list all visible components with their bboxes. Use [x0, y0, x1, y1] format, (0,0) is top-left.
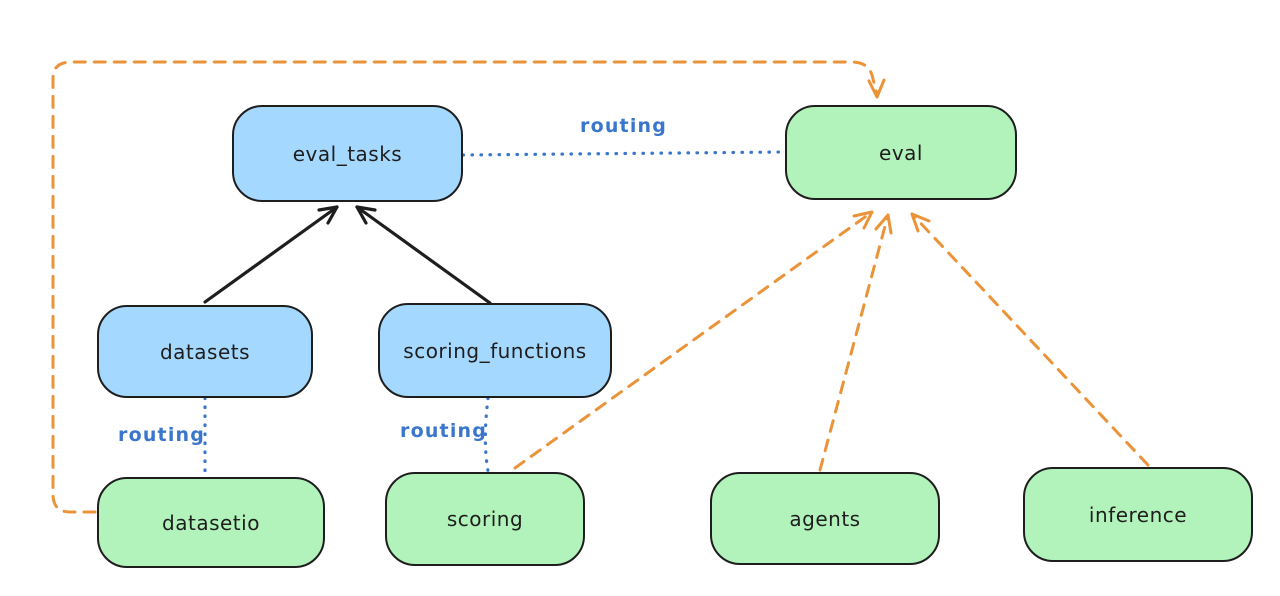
- node-agents-label: agents: [789, 506, 861, 531]
- routing-label-scoring-functions-scoring: routing: [400, 420, 488, 442]
- node-datasetio: datasetio: [97, 477, 325, 568]
- arrowhead-datasets-to-eval-tasks: [317, 205, 339, 225]
- node-inference: inference: [1023, 467, 1253, 562]
- routing-label-eval-tasks-eval: routing: [580, 115, 668, 137]
- edge-scoring-functions-to-eval-tasks: [355, 205, 492, 305]
- node-inference-label: inference: [1088, 502, 1188, 527]
- arrowhead-scoring-to-eval: [852, 210, 874, 230]
- node-datasetio-label: datasetio: [162, 510, 260, 535]
- arrowhead-agents-to-eval: [874, 213, 893, 235]
- arrowhead-scoring-functions-to-eval-tasks: [355, 205, 377, 225]
- routing-label-datasets-datasetio: routing: [118, 424, 206, 446]
- node-scoring: scoring: [385, 472, 585, 566]
- node-datasets: datasets: [97, 305, 313, 398]
- edge-agents-to-eval: [818, 213, 890, 472]
- node-scoring-label: scoring: [446, 507, 524, 531]
- node-datasets-label: datasets: [159, 339, 251, 364]
- edge-inference-to-eval: [910, 212, 1150, 467]
- node-agents: agents: [710, 472, 940, 565]
- node-eval: eval: [785, 105, 1017, 200]
- edge-eval-tasks-to-eval-routing: [461, 150, 785, 157]
- node-scoring-functions: scoring_functions: [378, 303, 612, 398]
- edge-datasetio-to-eval: [51, 60, 879, 514]
- node-eval-tasks-label: eval_tasks: [292, 141, 403, 166]
- arrowhead-datasetio-to-eval: [867, 78, 886, 99]
- node-scoring-functions-label: scoring_functions: [403, 338, 587, 363]
- node-eval-label: eval: [879, 140, 923, 165]
- edge-scoring-functions-to-scoring-routing: [483, 396, 490, 473]
- edge-datasets-to-eval-tasks: [203, 205, 339, 304]
- node-eval-tasks: eval_tasks: [232, 105, 463, 202]
- arrowhead-inference-to-eval: [910, 212, 931, 233]
- edge-scoring-to-eval: [513, 210, 874, 470]
